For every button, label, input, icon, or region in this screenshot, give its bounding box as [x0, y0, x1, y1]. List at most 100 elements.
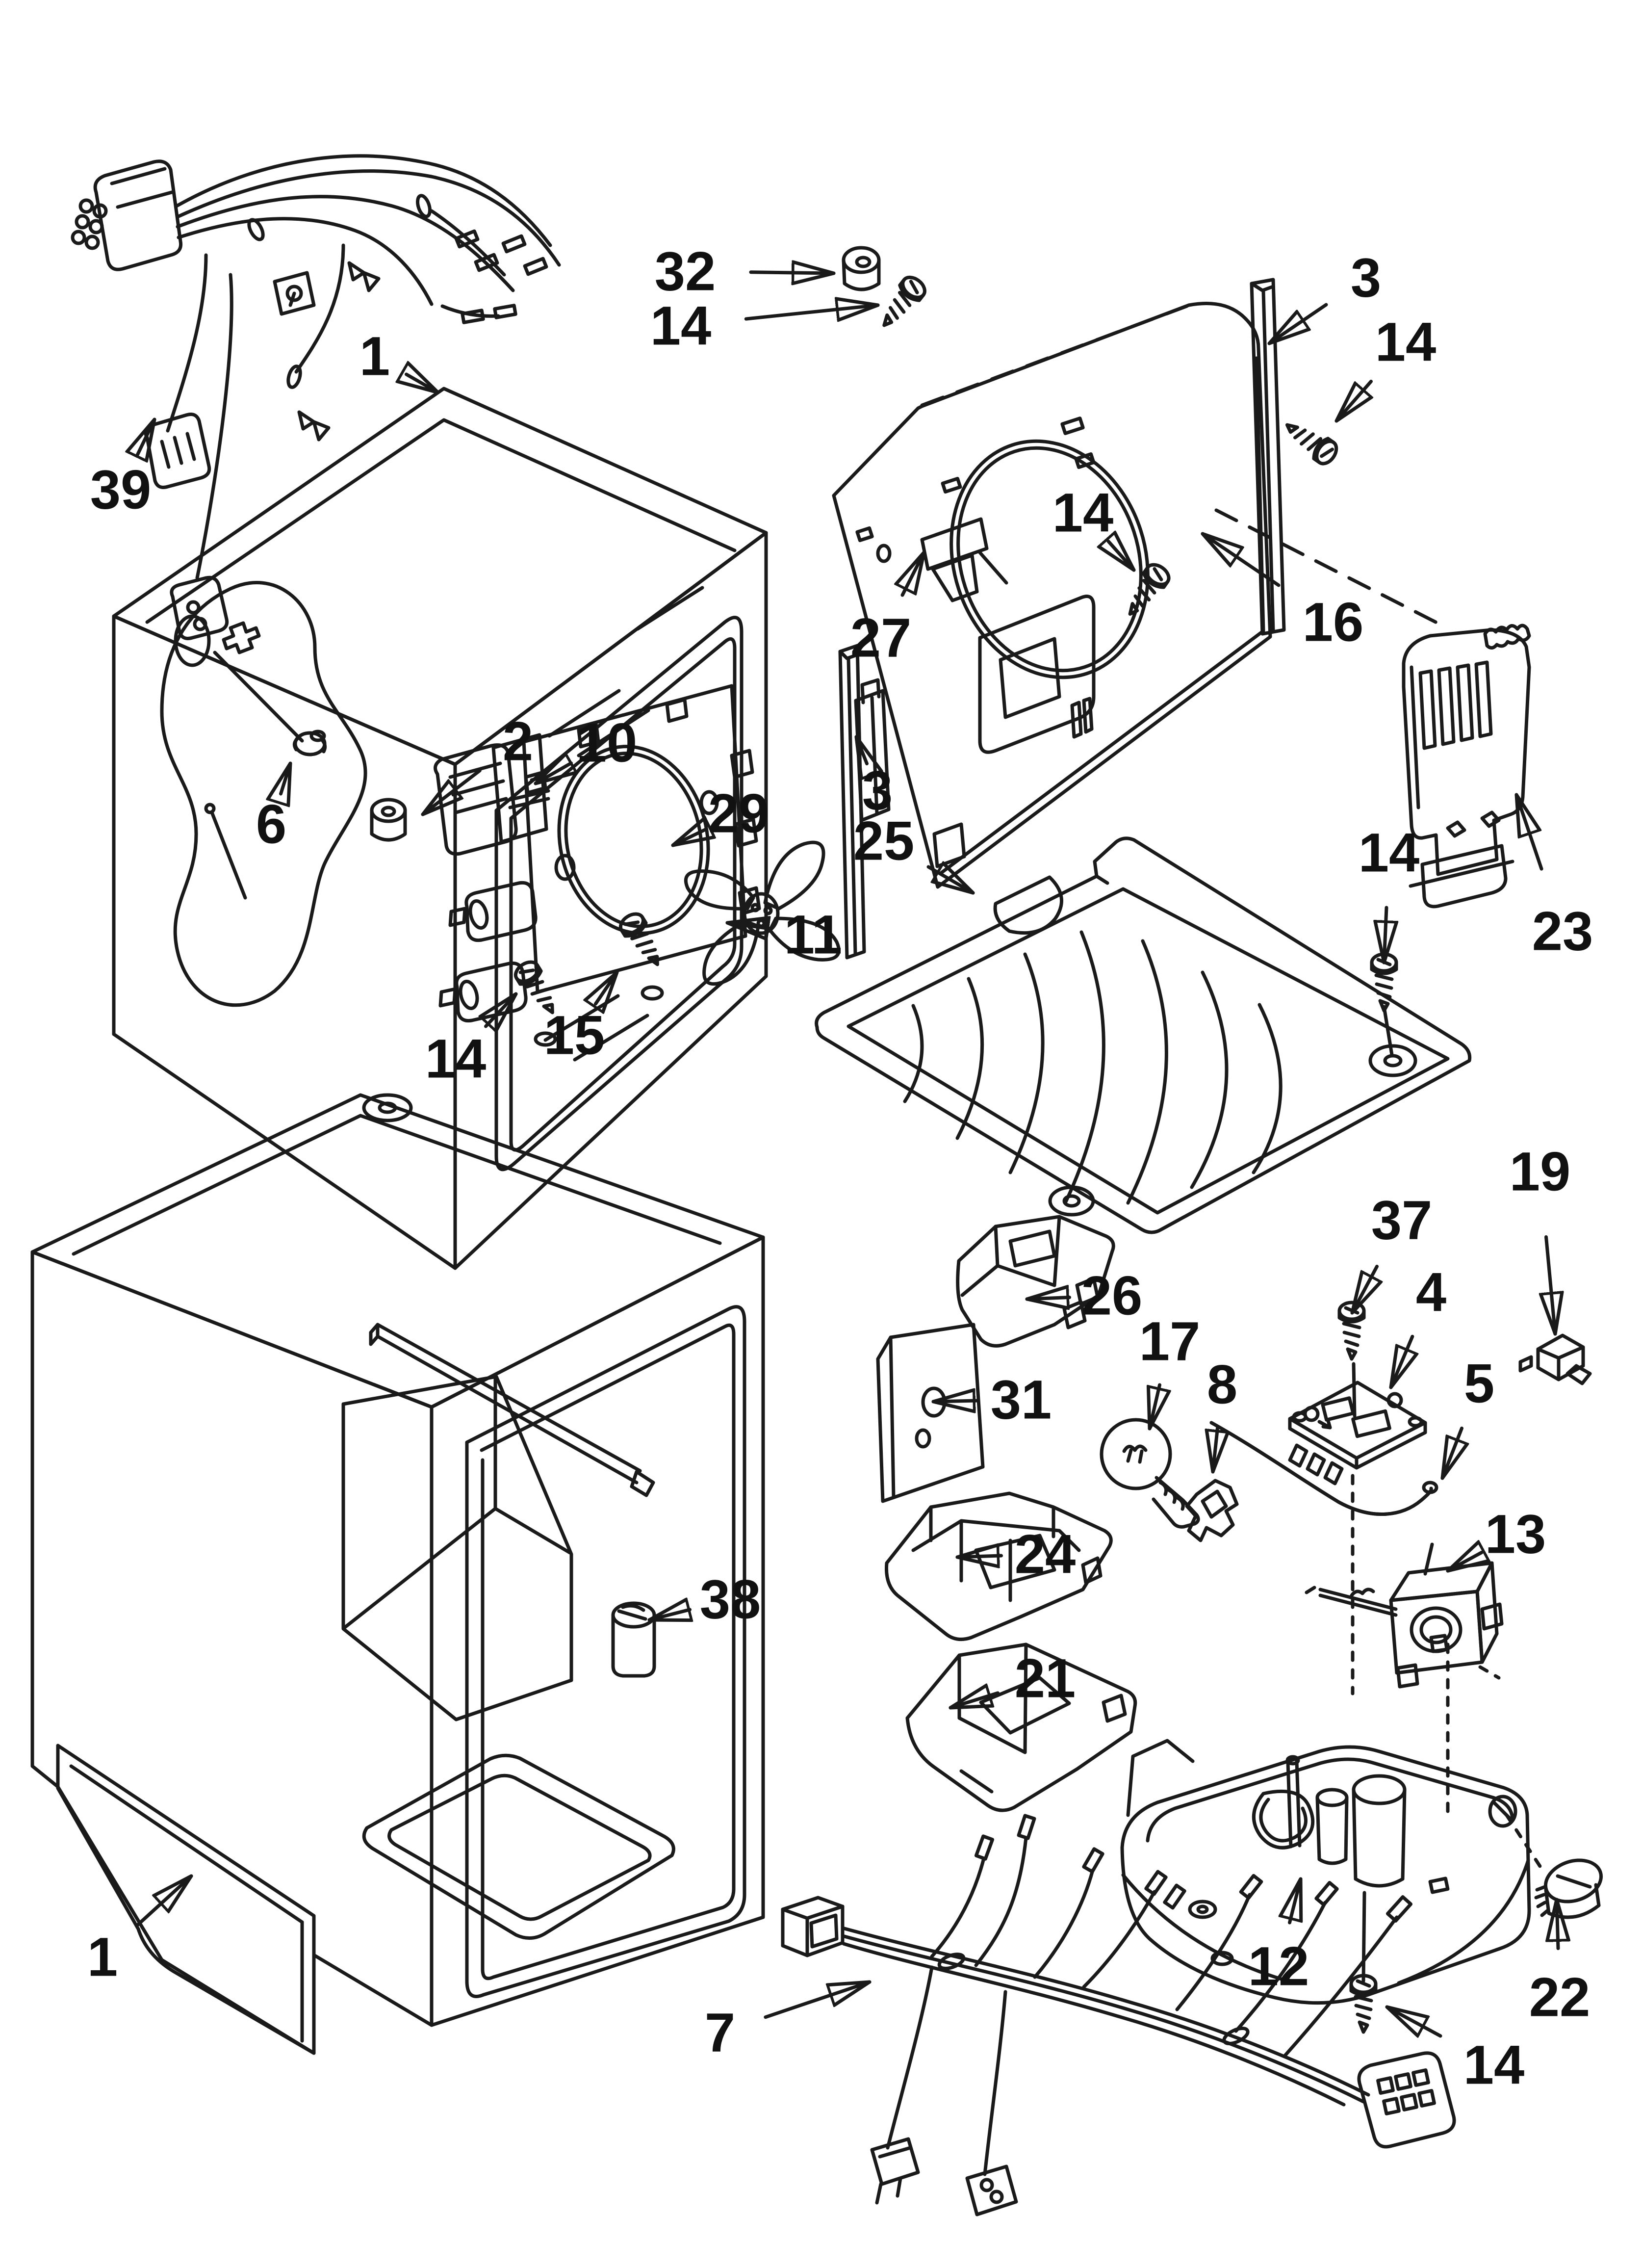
callout-number: 24: [1015, 1524, 1076, 1585]
callout-number: 14: [1375, 312, 1437, 373]
air-baffle: [160, 581, 367, 1007]
callout-number: 3: [1351, 247, 1381, 309]
callout-8: 8: [1207, 1354, 1237, 1474]
callout-number: 21: [1015, 1648, 1076, 1709]
callout-arrow: [281, 761, 292, 794]
callout-number: 37: [1371, 1190, 1433, 1251]
callout-number: 19: [1510, 1141, 1571, 1202]
fan-blade: [684, 840, 841, 986]
callout-arrow: [1384, 906, 1386, 965]
standoff: [370, 798, 407, 842]
callout-arrow: [138, 417, 156, 455]
callout-12: 12: [1248, 1877, 1309, 1997]
control-board: [1288, 1381, 1427, 1486]
callout-38: 38: [647, 1569, 761, 1630]
callout-number: 14: [1052, 482, 1114, 544]
callout-2: 2: [421, 711, 533, 816]
callout-arrow: [486, 994, 518, 1026]
callout-arrow: [671, 830, 706, 847]
callout-number: 5: [1464, 1353, 1494, 1414]
callout-29: 29: [671, 783, 769, 847]
gasket-strip-right: [1250, 278, 1286, 636]
callout-arrow: [421, 769, 482, 816]
callout-number: 17: [1139, 1311, 1201, 1372]
callout-number: 6: [256, 794, 286, 855]
callout-14: 14: [1359, 822, 1419, 965]
screw-14-top: [874, 273, 928, 333]
damper-cover-upper: [884, 1491, 1113, 1642]
callout-arrow: [749, 272, 836, 273]
callout-arrow: [407, 374, 440, 394]
clip-19: [1518, 1333, 1592, 1385]
control-housing: [1120, 1739, 1542, 2005]
callout-number: 23: [1532, 901, 1593, 962]
callout-arrow: [1446, 1553, 1482, 1573]
refrigerator-liner: [30, 1093, 765, 2055]
callout-1: 1: [87, 1874, 193, 1988]
callout-3: 3: [854, 735, 893, 821]
callout-arrow: [1025, 1298, 1071, 1300]
callout-27: 27: [850, 550, 926, 669]
bulb-socket-clip: [1185, 1479, 1239, 1542]
callout-number: 32: [655, 241, 716, 302]
callout-number: 10: [576, 712, 638, 774]
callout-arrow: [647, 1610, 690, 1620]
callout-22: 22: [1529, 1898, 1590, 2028]
callout-16: 16: [1201, 532, 1364, 653]
callout-arrow: [1389, 1334, 1412, 1389]
callout-arrow: [1350, 1265, 1377, 1315]
screw-14-housing: [1351, 1976, 1376, 2032]
callout-number: 31: [991, 1369, 1052, 1431]
thermostat: [1305, 1474, 1504, 1813]
callout-number: 25: [853, 810, 915, 872]
callout-7: 7: [705, 1980, 872, 2063]
screw-14-right: [1280, 415, 1340, 468]
callout-number: 38: [700, 1569, 761, 1630]
callout-arrow: [931, 1401, 979, 1402]
gasket-strip-left: [838, 644, 866, 960]
callout-6: 6: [256, 761, 292, 855]
callout-10: 10: [534, 712, 638, 785]
callout-15: 15: [544, 970, 619, 1066]
callout-number: 12: [1248, 1936, 1309, 1997]
callout-number: 3: [862, 760, 893, 821]
callout-number: 14: [650, 295, 712, 357]
callout-21: 21: [949, 1648, 1076, 1710]
callout-14: 14: [1052, 482, 1136, 572]
callout-24: 24: [955, 1524, 1076, 1585]
callout-number: 2: [503, 711, 533, 772]
callout-37: 37: [1350, 1190, 1433, 1315]
callout-number: 11: [784, 904, 842, 965]
callout-arrow: [955, 1556, 1003, 1557]
callout-26: 26: [1025, 1265, 1142, 1327]
freezer-liner: [112, 387, 768, 1270]
callout-number: 8: [1207, 1354, 1237, 1415]
evaporator-cover-panel: [832, 302, 1272, 889]
damper-cover-lower: [905, 1642, 1137, 1812]
screw-guide-line: [1352, 1362, 1357, 1418]
air-tower: [1402, 624, 1531, 909]
callout-arrow: [1201, 532, 1281, 587]
light-bulb: [1100, 1418, 1200, 1529]
callout-31: 31: [931, 1369, 1052, 1431]
callout-32: 32: [655, 241, 836, 302]
callout-arrow: [949, 1693, 1000, 1710]
callout-arrow: [764, 1980, 872, 2019]
control-knob: [1534, 1858, 1603, 1919]
callout-arrow: [1213, 1426, 1218, 1474]
damper-bracket-26: [956, 1215, 1115, 1348]
callout-14: 14: [425, 994, 518, 1090]
callout-arrow: [1108, 542, 1136, 572]
callout-arrow: [725, 923, 772, 929]
callout-arrow: [1290, 1877, 1301, 1925]
callout-arrow: [534, 763, 571, 785]
callout-number: 14: [1463, 2034, 1525, 2096]
callout-number: 39: [90, 459, 152, 521]
callout-5: 5: [1440, 1353, 1494, 1480]
wire-harness-top: [71, 154, 561, 640]
callout-number: 16: [1303, 592, 1364, 653]
baffle-knob: [293, 730, 327, 756]
hidden-line: [1214, 508, 1441, 626]
callout-arrow: [136, 1874, 193, 1927]
